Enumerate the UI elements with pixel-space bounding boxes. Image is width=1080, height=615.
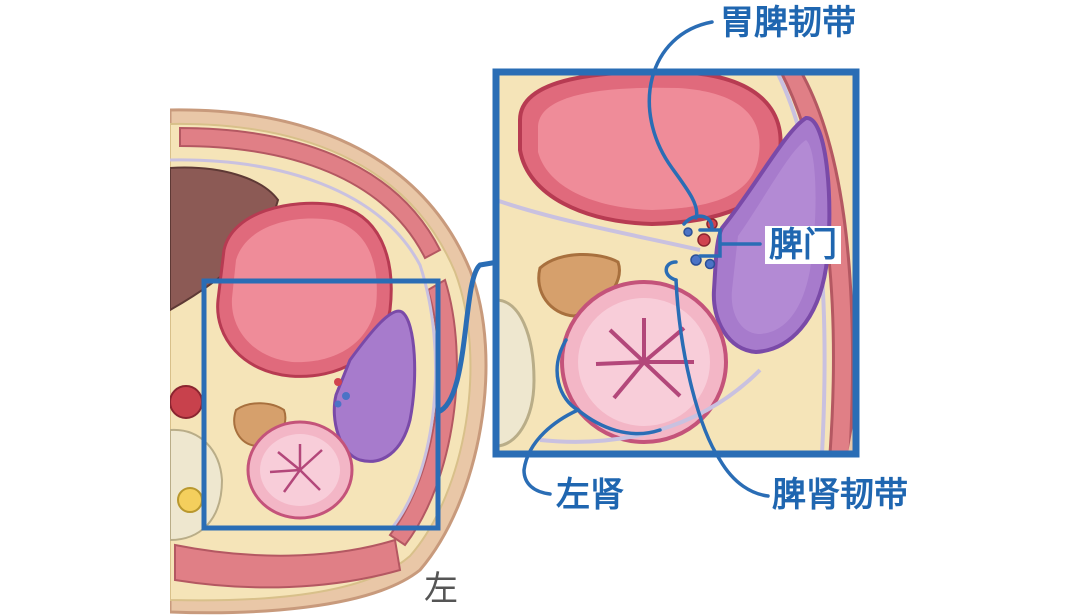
callout-lines <box>522 20 770 498</box>
label-left-kidney: 左肾 <box>556 475 624 515</box>
abdomen-cross-section <box>170 108 488 615</box>
callout-splenorenal-bracket <box>664 260 678 282</box>
callout-gastrosplenic-bracket <box>682 214 714 230</box>
zoom-region-outline <box>201 278 441 531</box>
callout-gastrosplenic-line <box>647 20 714 220</box>
inset-frame <box>492 68 860 458</box>
callout-splenorenal-line <box>674 278 770 498</box>
callout-kidney-line <box>522 408 580 496</box>
zoom-connector-line <box>436 259 499 415</box>
label-gastrosplenic-ligament: 胃脾韧带 <box>720 3 856 43</box>
label-splenorenal-ligament: 脾肾韧带 <box>772 475 908 515</box>
label-left-side-marker: 左 <box>424 569 458 609</box>
label-splenic-hilum: 脾门 <box>765 226 841 264</box>
